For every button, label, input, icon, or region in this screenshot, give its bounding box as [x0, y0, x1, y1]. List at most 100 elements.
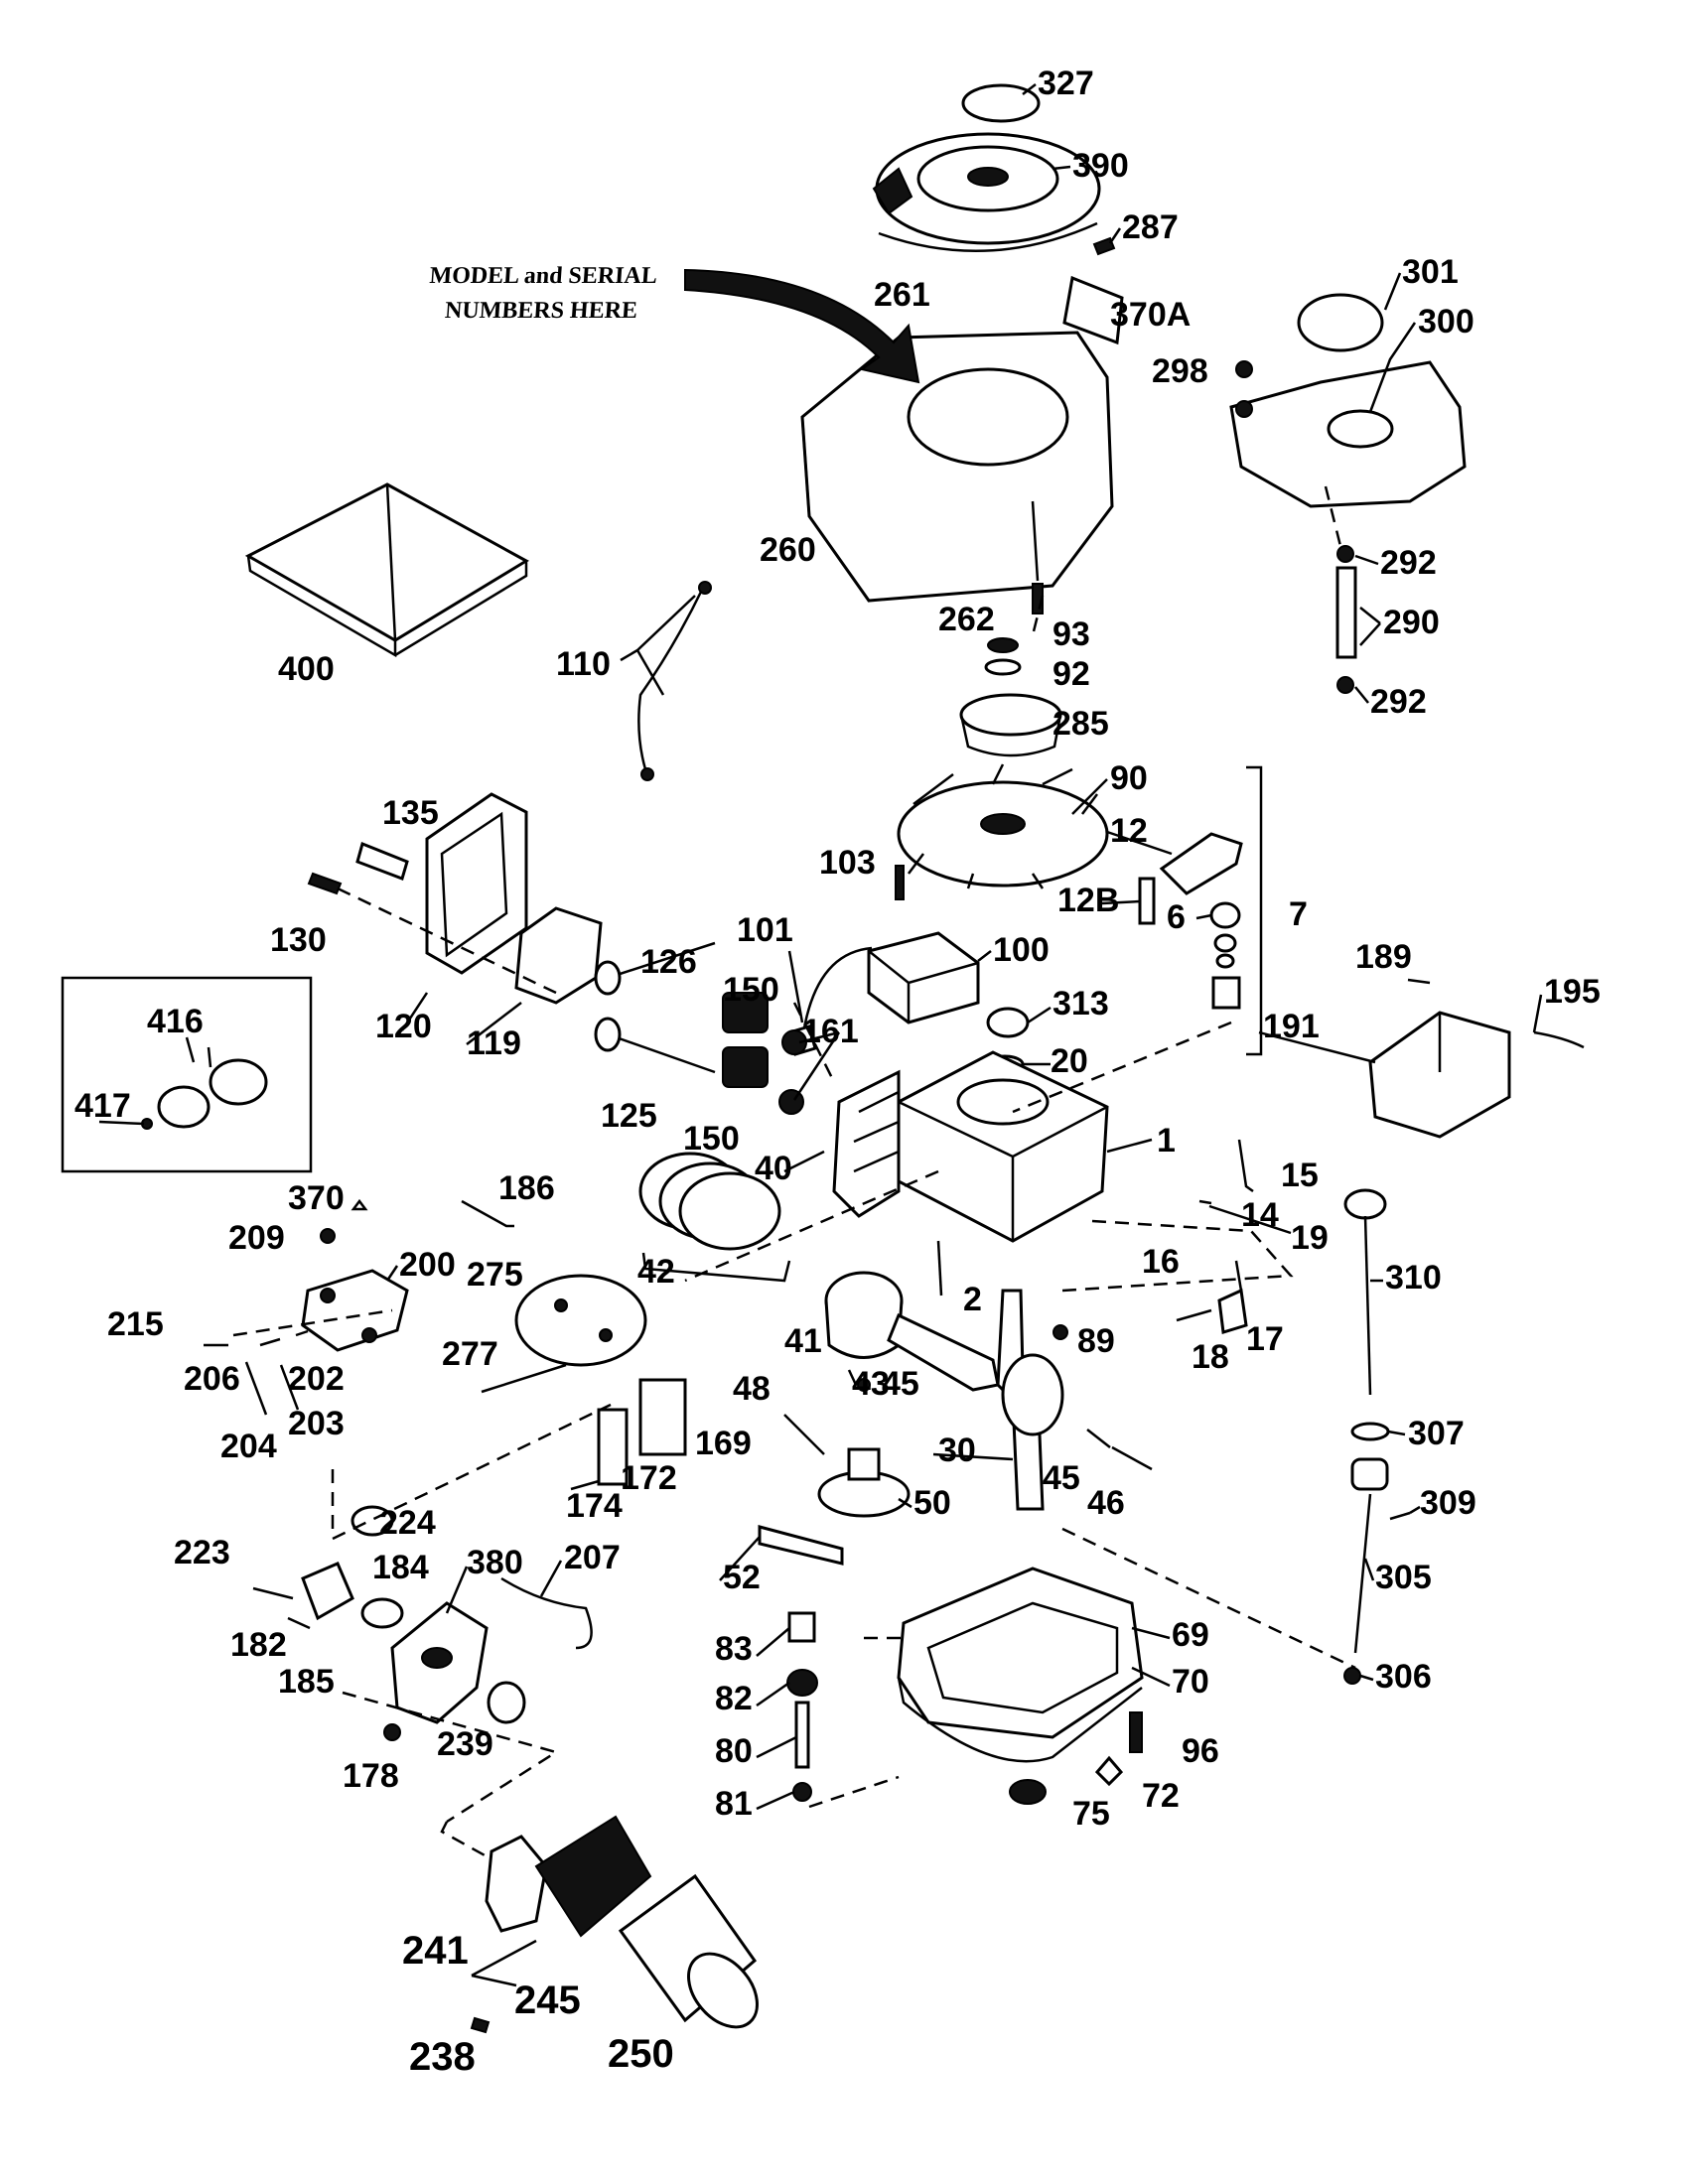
- label-298: 298: [1152, 352, 1208, 390]
- label-182: 182: [230, 1626, 287, 1664]
- label-50: 50: [913, 1484, 951, 1522]
- bolt-130-part: [307, 872, 343, 895]
- fuel-tank-part: [1229, 293, 1467, 508]
- label-241: 241: [402, 1929, 469, 1973]
- label-305: 305: [1375, 1559, 1432, 1596]
- parts-illustrations: [61, 83, 1585, 2034]
- crankshaft-part: [996, 1289, 1064, 1511]
- label-250: 250: [608, 2032, 674, 2076]
- valve-springs-150-part: [722, 992, 769, 1088]
- label-301: 301: [1402, 253, 1459, 291]
- label-19: 19: [1291, 1219, 1329, 1257]
- clamp-292b-part: [1336, 676, 1354, 694]
- label-400: 400: [278, 650, 335, 688]
- pin-2-part: [936, 1240, 943, 1297]
- part-82: [786, 1669, 818, 1697]
- label-100: 100: [993, 931, 1050, 969]
- label-82: 82: [715, 1680, 753, 1717]
- label-307: 307: [1408, 1415, 1465, 1452]
- label-245: 245: [514, 1979, 581, 2022]
- valve-126-part: [607, 941, 716, 980]
- label-7: 7: [1289, 895, 1308, 933]
- label-207: 207: [564, 1539, 621, 1576]
- label-261: 261: [874, 276, 930, 314]
- gasket-169-part: [638, 1378, 687, 1456]
- label-45b: 45: [1043, 1459, 1080, 1497]
- dipstick-310-part: [1363, 1215, 1372, 1396]
- label-150b: 150: [683, 1120, 740, 1158]
- ignition-wire-part: [637, 587, 705, 770]
- label-75: 75: [1072, 1795, 1110, 1833]
- inset-frame: [61, 976, 313, 1173]
- tube-305-part: [1353, 1493, 1372, 1654]
- clamp-292a-part: [1336, 545, 1354, 563]
- part-135: [355, 841, 409, 881]
- gasket-119-part: [514, 906, 603, 1005]
- tappet-52-part: [758, 1525, 844, 1566]
- part-6: [1209, 901, 1241, 929]
- label-14: 14: [1241, 1196, 1279, 1234]
- label-204: 204: [220, 1428, 277, 1465]
- pin-43-part: [857, 1378, 871, 1392]
- label-327: 327: [1038, 65, 1094, 102]
- label-17: 17: [1246, 1320, 1284, 1358]
- label-93: 93: [1052, 615, 1090, 653]
- label-370: 370: [288, 1179, 345, 1217]
- label-172: 172: [621, 1459, 677, 1497]
- label-52: 52: [723, 1559, 761, 1596]
- crankcase-cover-part: [897, 1567, 1144, 1763]
- label-223: 223: [174, 1534, 230, 1571]
- screw-298-part: [1235, 360, 1253, 378]
- label-69: 69: [1172, 1616, 1209, 1654]
- label-417: 417: [74, 1087, 131, 1125]
- label-195: 195: [1544, 973, 1601, 1011]
- rod-203-part: [279, 1364, 300, 1411]
- label-81: 81: [715, 1785, 753, 1823]
- label-89: 89: [1077, 1322, 1115, 1360]
- ring-group-bracket-42: [641, 1252, 791, 1283]
- washer-92-part: [984, 658, 1022, 676]
- label-40: 40: [755, 1150, 792, 1187]
- label-275: 275: [467, 1256, 523, 1294]
- label-184: 184: [372, 1549, 429, 1586]
- label-203: 203: [288, 1405, 345, 1442]
- gasket-184-part: [360, 1597, 404, 1629]
- label-16: 16: [1142, 1243, 1180, 1281]
- label-200: 200: [399, 1246, 456, 1284]
- label-130: 130: [270, 921, 327, 959]
- part-15: [1237, 1139, 1254, 1193]
- starter-cap-part: [961, 83, 1041, 123]
- flywheel-part: [897, 763, 1109, 889]
- label-15: 15: [1281, 1157, 1319, 1194]
- part-number-labels: 327 390 287 261 370A 301 300 298 260 292…: [74, 65, 1601, 2079]
- part-80: [794, 1701, 810, 1769]
- cylinder-head-cover-120-part: [425, 792, 528, 975]
- label-292a: 292: [1380, 544, 1437, 582]
- label-18: 18: [1192, 1338, 1229, 1376]
- label-262: 262: [938, 601, 995, 638]
- part-18: [1176, 1308, 1212, 1322]
- label-313: 313: [1052, 985, 1109, 1023]
- label-125: 125: [601, 1097, 657, 1135]
- label-189: 189: [1355, 938, 1412, 976]
- label-83: 83: [715, 1630, 753, 1668]
- label-101: 101: [737, 911, 793, 949]
- label-206: 206: [184, 1360, 240, 1398]
- label-119: 119: [467, 1024, 521, 1062]
- camshaft-50-part: [817, 1447, 911, 1518]
- label-215: 215: [107, 1305, 164, 1343]
- label-292b: 292: [1370, 683, 1427, 721]
- part-16: [1234, 1260, 1243, 1292]
- part-72: [1094, 1755, 1124, 1787]
- leader-lines: [98, 83, 1543, 1811]
- dipstick-cap-310-part: [1343, 1188, 1387, 1220]
- label-209: 209: [228, 1219, 285, 1257]
- plug-83-part: [787, 1611, 816, 1643]
- nut-93-part: [987, 637, 1019, 653]
- label-277: 277: [442, 1335, 498, 1373]
- label-1: 1: [1157, 1122, 1176, 1160]
- terminal-12-part: [1159, 832, 1243, 895]
- air-filter-cover-part: [244, 482, 529, 658]
- screw-309-part: [1389, 1511, 1411, 1521]
